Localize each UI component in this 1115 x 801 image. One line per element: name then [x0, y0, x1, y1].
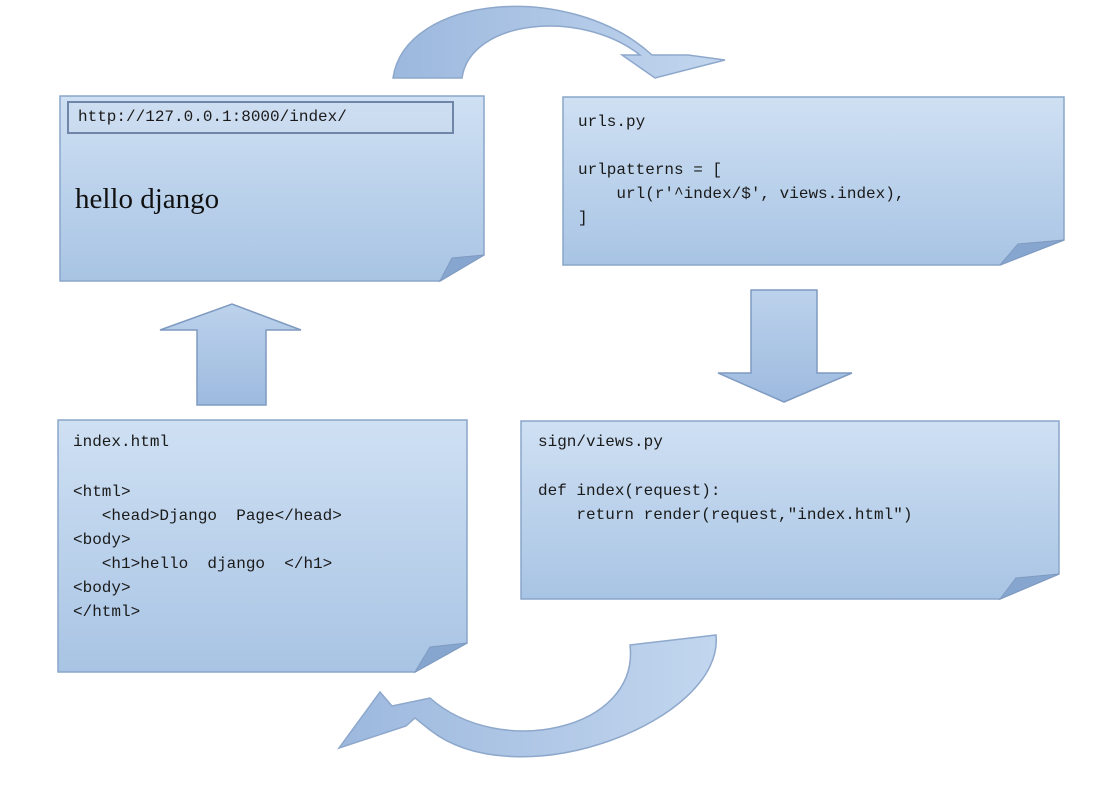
urls-code-line: url(r'^index/$', views.index),	[578, 185, 905, 203]
template-note-title: index.html	[73, 433, 170, 451]
urls-code-line: ]	[578, 209, 588, 227]
address-bar	[67, 101, 454, 134]
urls-code-line: urlpatterns = [	[578, 161, 723, 179]
urls-note-title: urls.py	[578, 113, 646, 131]
template-code-line: <body>	[73, 531, 131, 549]
down-arrow	[717, 289, 853, 403]
views-note-shape	[520, 420, 1060, 601]
template-note-shape	[57, 419, 468, 674]
views-note-title: sign/views.py	[538, 433, 663, 451]
template-code-line: <html>	[73, 483, 131, 501]
curved-arrow-top	[392, 5, 726, 79]
template-code-line: <h1>hello django </h1>	[73, 555, 333, 573]
template-code-line: <body>	[73, 579, 131, 597]
template-code-line: </html>	[73, 603, 141, 621]
browser-note-shape	[59, 95, 485, 283]
rendered-page-text: hello django	[75, 183, 220, 215]
urls-note-shape	[562, 96, 1065, 266]
views-code-line: return render(request,"index.html")	[538, 506, 913, 524]
up-arrow	[159, 303, 302, 406]
template-code-line: <head>Django Page</head>	[73, 507, 342, 525]
address-bar-url: http://127.0.0.1:8000/index/	[78, 108, 347, 126]
views-code-line: def index(request):	[538, 482, 721, 500]
curved-arrow-bottom	[337, 634, 717, 758]
